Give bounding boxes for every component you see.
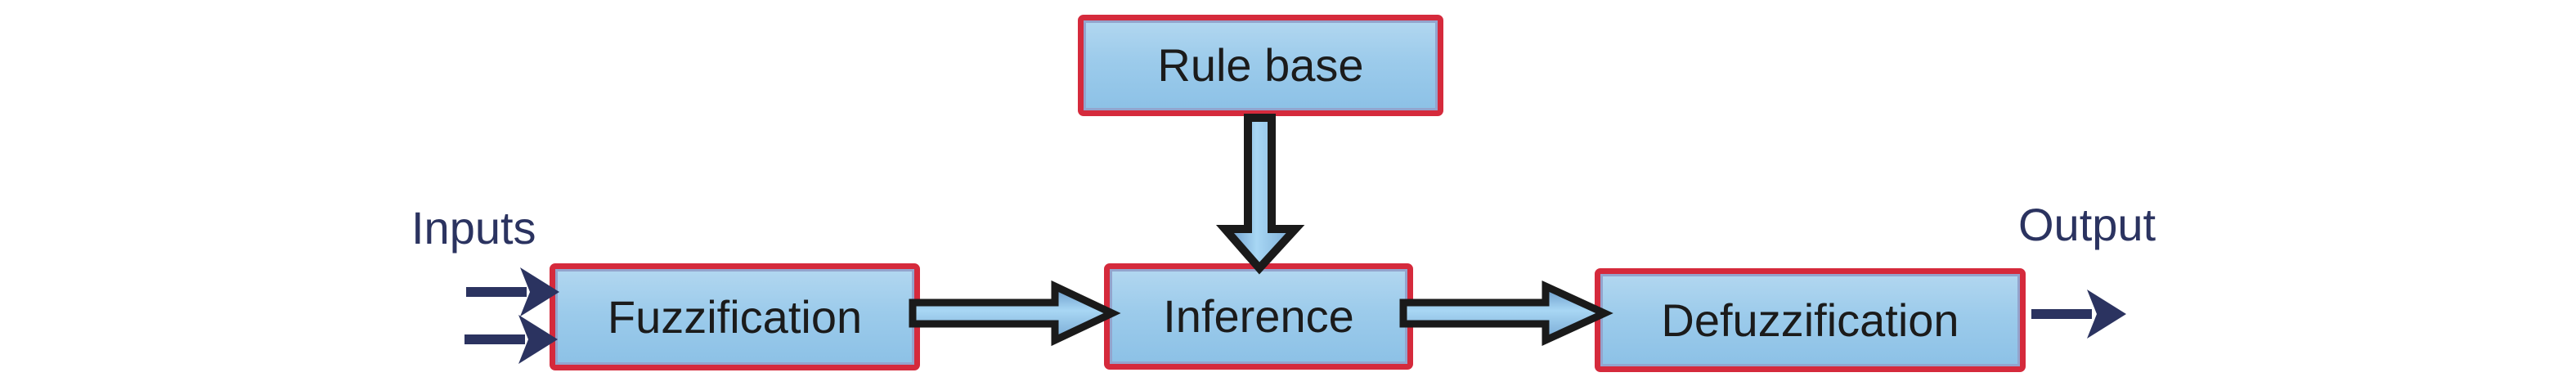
node-fuzzification: Fuzzification [550, 263, 920, 370]
inputs-label: Inputs [411, 202, 536, 254]
inference-label: Inference [1163, 290, 1354, 342]
node-inference: Inference [1104, 263, 1413, 370]
rule-base-label: Rule base [1157, 39, 1364, 91]
fuzzification-label: Fuzzification [607, 290, 863, 343]
arrow-rule-base-to-inference [1215, 114, 1305, 275]
defuzzification-label: Defuzzification [1661, 294, 1959, 346]
node-defuzzification: Defuzzification [1595, 268, 2026, 372]
arrow-input-2 [464, 315, 558, 364]
arrow-output [2031, 290, 2126, 339]
node-rule-base: Rule base [1078, 15, 1443, 116]
arrow-fuzzification-to-inference [909, 280, 1121, 347]
arrow-input-1 [466, 267, 559, 316]
arrow-inference-to-defuzzification [1399, 280, 1613, 347]
output-label: Output [2018, 199, 2156, 250]
